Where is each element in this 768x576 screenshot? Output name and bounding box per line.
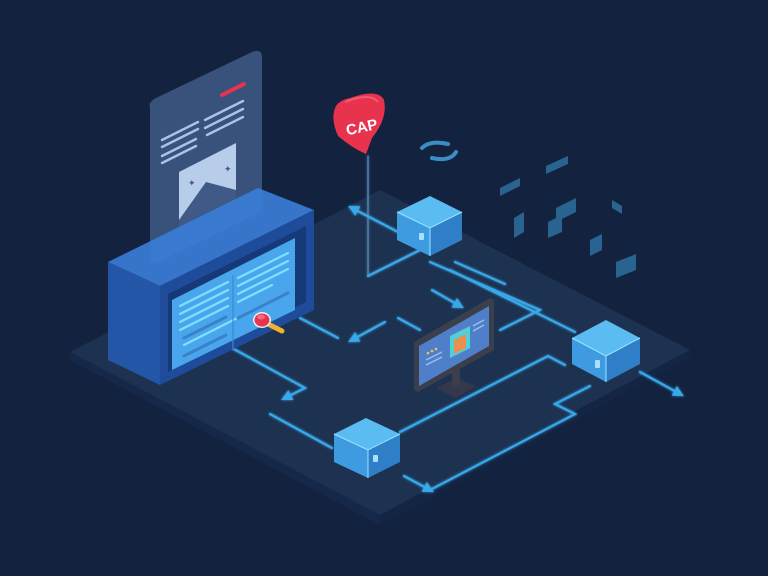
cube-node-right: [571, 320, 641, 382]
cube-node-bottom: [333, 418, 401, 478]
circuit-lines: [230, 155, 684, 493]
cube-node-top: [396, 196, 463, 256]
location-pin: CAP: [333, 93, 385, 154]
pin-label: CAP: [345, 116, 380, 139]
svg-text:✦: ✦: [188, 178, 196, 188]
cabinet-screen: [172, 238, 295, 370]
red-knob-icon: [253, 312, 285, 334]
svg-text:✦: ✦: [224, 164, 232, 174]
document-accent-bar: [220, 82, 246, 97]
floating-data-tiles: [500, 156, 636, 278]
document-text-lines: [160, 99, 245, 165]
sync-icon: [420, 140, 458, 162]
display-cabinet: [108, 188, 314, 385]
desktop-monitor: [414, 298, 494, 398]
image-placeholder-icon: ✦ ✦: [179, 143, 236, 228]
